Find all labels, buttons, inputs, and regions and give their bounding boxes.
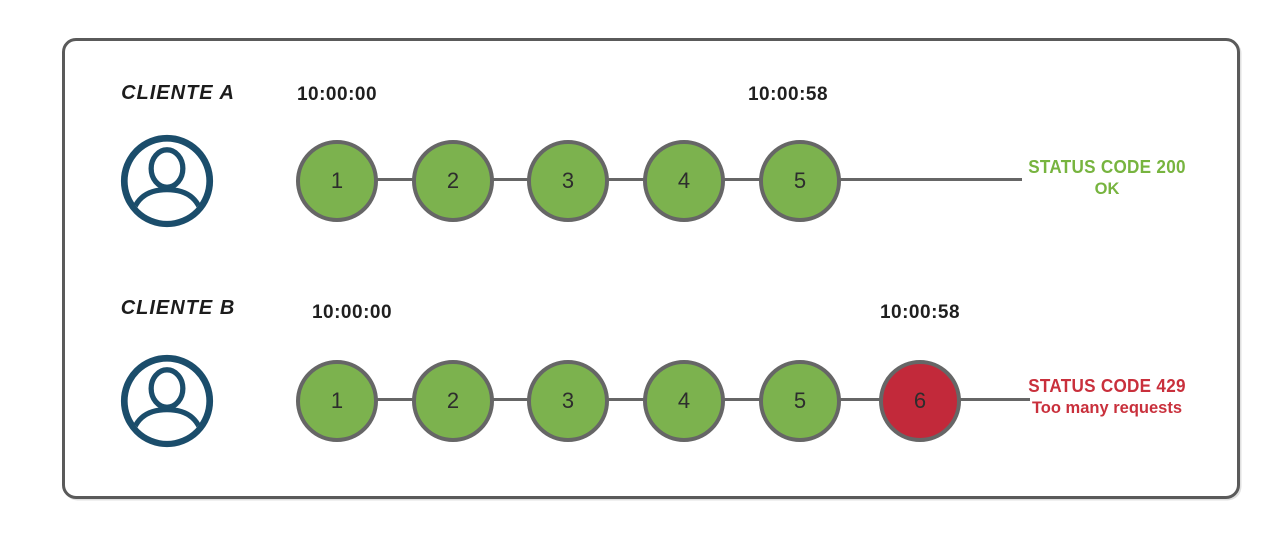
client-a-label: CLIENTE A [121, 82, 235, 104]
request-number: 3 [561, 388, 575, 413]
request-number: 1 [330, 388, 344, 413]
client-b-request-1: 1 [296, 360, 378, 442]
client-a-status-message: OK [1094, 180, 1120, 198]
client-b-status: STATUS CODE 429 Too many requests [1021, 375, 1193, 419]
client-b-label: CLIENTE B [120, 297, 236, 319]
client-b-status-code: STATUS CODE 429 [1028, 376, 1186, 396]
request-number: 2 [446, 168, 460, 193]
request-number: 4 [677, 388, 691, 413]
diagram-frame [62, 38, 1240, 499]
request-number: 5 [793, 388, 807, 413]
client-a-status: STATUS CODE 200 OK [1021, 156, 1193, 200]
client-a-request-5: 5 [759, 140, 841, 222]
request-number: 5 [793, 168, 807, 193]
client-a-end-time: 10:00:58 [747, 84, 829, 105]
client-b-status-message: Too many requests [1031, 399, 1183, 417]
request-number: 4 [677, 168, 691, 193]
client-a-request-4: 4 [643, 140, 725, 222]
client-b-request-2: 2 [412, 360, 494, 442]
user-avatar-icon [120, 134, 214, 228]
request-number: 3 [561, 168, 575, 193]
client-b-request-3: 3 [527, 360, 609, 442]
client-a-request-1: 1 [296, 140, 378, 222]
request-number: 2 [446, 388, 460, 413]
request-number: 1 [330, 168, 344, 193]
client-a-request-2: 2 [412, 140, 494, 222]
client-a-request-3: 3 [527, 140, 609, 222]
request-number: 6 [913, 388, 927, 413]
client-b-request-6-blocked: 6 [879, 360, 961, 442]
user-avatar-icon [120, 354, 214, 448]
client-b-start-time: 10:00:00 [311, 302, 393, 323]
client-a-start-time: 10:00:00 [296, 84, 378, 105]
client-b-end-time: 10:00:58 [879, 302, 961, 323]
client-b-request-5: 5 [759, 360, 841, 442]
client-a-status-code: STATUS CODE 200 [1028, 157, 1186, 177]
client-b-request-4: 4 [643, 360, 725, 442]
